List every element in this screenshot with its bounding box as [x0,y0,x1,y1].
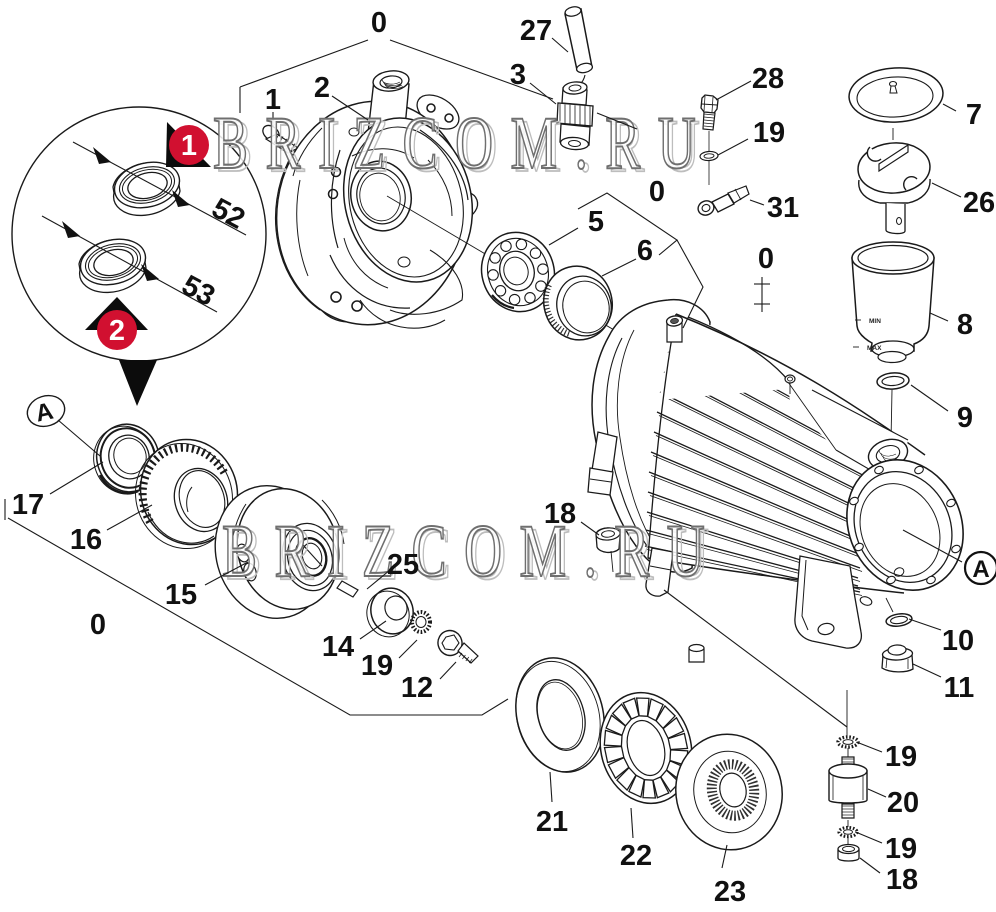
svg-text:31: 31 [767,192,799,224]
svg-text:21: 21 [536,806,568,838]
svg-text:15: 15 [165,579,197,611]
svg-text:A: A [972,556,989,583]
svg-text:18: 18 [886,864,918,896]
svg-text:27: 27 [520,15,552,47]
svg-text:8: 8 [957,309,973,341]
svg-text:19: 19 [885,833,917,865]
svg-text:1: 1 [181,130,197,162]
svg-text:23: 23 [714,876,746,907]
svg-text:25: 25 [387,549,419,581]
svg-text:19: 19 [361,650,393,682]
svg-text:3: 3 [510,59,526,91]
svg-text:26: 26 [963,187,995,219]
svg-text:16: 16 [70,524,102,556]
svg-text:14: 14 [322,631,354,663]
svg-text:9: 9 [957,402,973,434]
svg-text:2: 2 [109,315,125,347]
svg-text:BRIZCOM.RU: BRIZCOM.RU [213,102,713,185]
svg-text:MIN: MIN [869,318,881,325]
svg-text:2: 2 [314,72,330,104]
svg-text:28: 28 [752,63,784,95]
svg-text:19: 19 [753,117,785,149]
svg-text:BRIZCOM.RU: BRIZCOM.RU [226,513,726,596]
svg-text:BRIZCOM.RU: BRIZCOM.RU [217,105,717,188]
svg-text:20: 20 [887,787,919,819]
svg-text:0: 0 [371,7,387,39]
svg-text:BRIZCOM.RU: BRIZCOM.RU [222,510,722,593]
svg-text:19: 19 [885,741,917,773]
svg-text:12: 12 [401,672,433,704]
svg-text:0: 0 [90,609,106,641]
svg-text:5: 5 [588,206,604,238]
svg-text:18: 18 [544,498,576,530]
svg-text:11: 11 [944,672,975,704]
svg-text:MAX: MAX [867,345,882,352]
svg-text:1: 1 [265,84,281,116]
svg-text:7: 7 [966,99,982,131]
svg-text:A: A [33,398,56,428]
svg-text:10: 10 [942,625,974,657]
svg-text:17: 17 [12,489,44,521]
svg-text:6: 6 [637,235,653,267]
svg-text:0: 0 [758,243,774,275]
svg-text:22: 22 [620,840,652,872]
svg-text:0: 0 [649,176,665,208]
